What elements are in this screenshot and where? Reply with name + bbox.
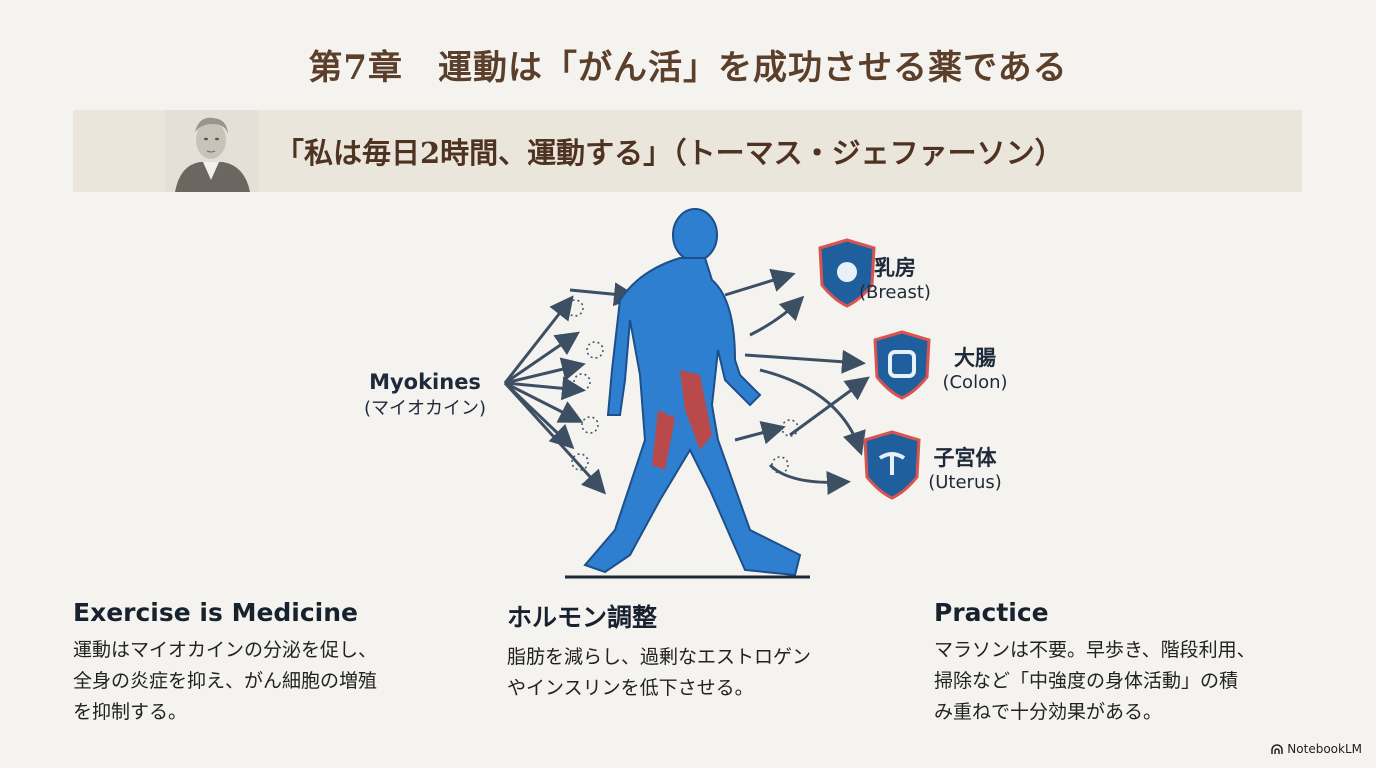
shield-icons [818,238,931,500]
slide-title: 第7章 運動は「がん活」を成功させる薬である [308,48,1068,88]
portrait-icon [165,110,258,192]
column-heading: Practice [934,598,1049,627]
column-heading: Exercise is Medicine [73,598,359,627]
target-breast: 乳房 (Breast) [859,256,931,303]
exercise-diagram: Myokines (マイオカイン) 乳房 (Breast) 大腸 (Colon)… [340,200,1060,590]
myokine-arrows [503,268,870,495]
notebooklm-logo-icon [1271,744,1284,754]
column-practice: Practice マラソンは不要。早歩き、階段利用、 掃除など「中強度の身体活動… [934,598,1334,728]
notebooklm-brand: NotebookLM [1271,742,1362,756]
quote-banner: 「私は毎日2時間、運動する」（トーマス・ジェファーソン） [73,110,1302,192]
myokine-particles [566,299,799,474]
column-hormone: ホルモン調整 脂肪を減らし、過剰なエストロゲン やインスリンを低下させる。 [507,598,907,704]
target-uterus: 子宮体 (Uterus) [928,446,1002,493]
myokines-label: Myokines (マイオカイン) [363,370,487,419]
column-heading: ホルモン調整 [507,603,658,632]
colon-shield-icon [873,330,931,400]
column-exercise: Exercise is Medicine 運動はマイオカインの分泌を促し、 全身… [73,598,473,728]
column-body: 脂肪を減らし、過剰なエストロゲン やインスリンを低下させる。 [507,646,812,699]
quote-text: 「私は毎日2時間、運動する」（トーマス・ジェファーソン） [275,136,1064,170]
leg-muscles [652,370,712,470]
column-body: マラソンは不要。早歩き、階段利用、 掃除など「中強度の身体活動」の積 み重ねで十… [934,639,1256,723]
target-colon: 大腸 (Colon) [942,346,1008,393]
walking-figure-illustration [503,208,931,579]
column-body: 運動はマイオカインの分泌を促し、 全身の炎症を抑え、がん細胞の増殖 を抑制する。 [73,639,378,723]
